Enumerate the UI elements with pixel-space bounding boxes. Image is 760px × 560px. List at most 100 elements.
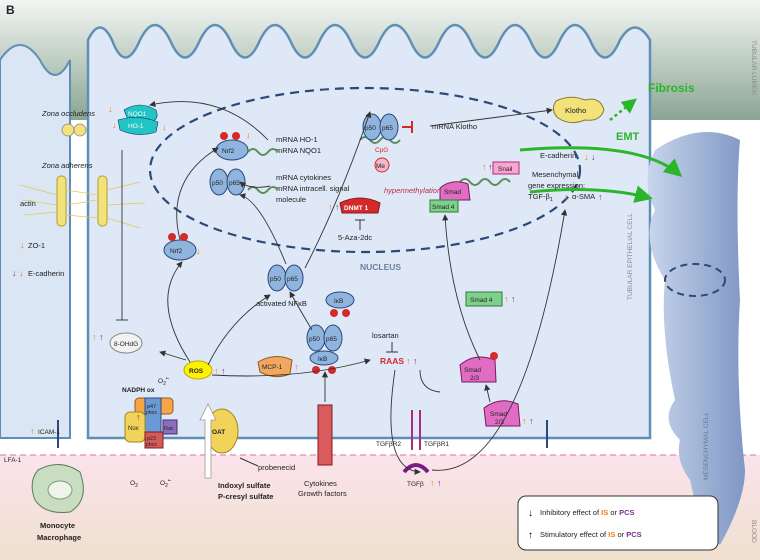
rac-subunit: [162, 419, 178, 435]
svg-text:↑: ↑: [99, 332, 104, 342]
mrna-ho1-label: mRNA HO-1: [276, 135, 318, 144]
p65-label: p65: [229, 180, 240, 187]
svg-text:↓: ↓: [20, 240, 25, 250]
tubular-epithelial-cell: [86, 23, 652, 440]
svg-text:↑: ↑: [335, 202, 340, 212]
ho1-label: HO-1: [128, 123, 144, 130]
ecadherin-left-label: E-cadherin: [28, 269, 64, 278]
nox-subunit: [124, 411, 146, 443]
dna-helix: [459, 178, 511, 186]
ecadherin-label: E-cadherin: [540, 151, 576, 160]
svg-text:↓: ↓: [591, 152, 596, 162]
nucleus: [148, 86, 582, 254]
svg-text:↓: ↓: [12, 268, 17, 278]
mrna-intracell-label: mRNA intracell. signal: [276, 184, 350, 193]
effect-arrows: ↓ ↓ ↓ ↓ ↓ ↓ ↓ ↓ ↑ ↑ ↑ ↑ ↑ ↑ ↑ ↑ ↑ ↑ ↑ ↑ …: [12, 104, 603, 488]
tubular-cell-label: TUBULAR EPITHELIAL CELL: [627, 213, 634, 300]
smad4-cytoplasm: [465, 291, 503, 307]
legend-stimulatory: Stimulatory effect of IS or PCS: [540, 530, 642, 539]
adherens-left: [56, 175, 67, 227]
phox22-label: phox: [146, 442, 157, 448]
p65-bound: [323, 324, 343, 352]
mesenchymal-expr-label: Mesenchymal: [532, 170, 579, 179]
ohdg-molecule: [109, 332, 143, 354]
p65-klotho: [379, 113, 399, 141]
svg-text:↑: ↑: [488, 162, 493, 172]
smad23b-sub: 2/3: [495, 419, 504, 426]
nox-label: Nox: [128, 426, 139, 432]
monocyte-label: Monocyte: [40, 521, 75, 530]
tgfb-label: TGFβ: [407, 481, 424, 488]
ros-molecule: [183, 360, 213, 380]
nrf2-cyto-label: Nrf2: [170, 248, 183, 255]
phospho-dot: [232, 132, 240, 140]
dna-helix: [247, 148, 279, 156]
svg-text:↑: ↑: [529, 416, 534, 426]
flow-arrows: [149, 100, 568, 475]
mesenchymal-nucleus: [664, 263, 726, 297]
nrf2-nuclear-label: Nrf2: [222, 148, 235, 155]
tgfbr1-label: TGFβR1: [424, 441, 449, 448]
growth-factors-label: Growth factors: [298, 489, 347, 498]
svg-text:↑: ↑: [294, 362, 299, 372]
rac-label: Rac: [164, 426, 174, 432]
dnmt1-label: DNMT 1: [344, 205, 369, 212]
zona-occludens-label: Zona occludens: [41, 109, 95, 118]
svg-text:↑: ↑: [598, 192, 603, 202]
smad4-nuclear-label: Smad 4: [432, 204, 455, 211]
ikb-bound-label: IκB: [318, 356, 327, 363]
molecule-label: molecule: [276, 195, 306, 204]
lfa1-label: LFA-1: [4, 457, 22, 464]
svg-text:↑: ↑: [221, 366, 226, 376]
nqo1-label: NQO1: [128, 111, 147, 118]
p65-bound-label: p65: [326, 336, 337, 343]
fibrosis-label: Fibrosis: [648, 81, 695, 95]
smad-nuclear-label: Smad: [444, 189, 461, 196]
dnmt1-enzyme: [339, 197, 381, 214]
tgfb-ligand: [402, 463, 430, 474]
svg-text:↑: ↑: [328, 202, 333, 212]
ikb-bound: [309, 350, 339, 366]
ros-label: ROS: [189, 368, 204, 375]
losartan-label: losartan: [372, 331, 399, 340]
mesenchymal-cell-label: MESENCHYMAL CELL: [703, 412, 710, 480]
smad23-phospho: [459, 356, 497, 383]
mesenchymal-cell: [647, 132, 745, 545]
mrna-klotho-label: mRNA Klotho: [432, 122, 477, 131]
smad4-cyto-label: Smad 4: [470, 297, 493, 304]
left-epithelial-cell: [0, 44, 71, 439]
emt-label: EMT: [616, 131, 640, 143]
tight-junction-left: [61, 123, 75, 137]
tgfb1-expr-label: TGF-β1: [528, 192, 553, 203]
ho1-protein: [117, 117, 159, 135]
tgfbr2-label: TGFβR2: [376, 441, 401, 448]
smad23-sub: 2/3: [470, 375, 479, 382]
svg-text:↑: ↑: [437, 478, 442, 488]
p22-subunit: [144, 431, 164, 449]
p50-cyto-label: p50: [270, 276, 281, 283]
svg-text:↑: ↑: [522, 416, 527, 426]
svg-text:↑: ↑: [482, 162, 487, 172]
pcresyl-label: P-cresyl sulfate: [218, 492, 273, 501]
svg-text:↓: ↓: [584, 152, 589, 162]
actin-label: actin: [20, 199, 36, 208]
ikb-free-label: IκB: [334, 298, 343, 305]
me-label: Me: [376, 163, 385, 170]
svg-text:↑: ↑: [406, 356, 411, 366]
mrna-nqo1-label: mRNA NQO1: [276, 146, 321, 155]
cytokine-receptor: [317, 404, 333, 466]
svg-text:↑: ↑: [136, 412, 141, 422]
raas-label: RAAS: [380, 356, 404, 366]
nadph-ox-label: NADPH ox: [122, 387, 155, 394]
p47-label: p47: [147, 404, 156, 410]
oat-label: OAT: [212, 429, 225, 436]
o2-label: O2: [130, 480, 138, 489]
o2-radical-bottom: O2•-: [160, 478, 172, 489]
smad23b-label: Smad: [490, 411, 507, 418]
svg-text:↓: ↓: [108, 104, 113, 114]
svg-text:↑: ↑: [30, 426, 35, 436]
tight-junction-right: [73, 123, 87, 137]
svg-text:↑: ↑: [504, 294, 509, 304]
snail-box: [492, 161, 520, 175]
